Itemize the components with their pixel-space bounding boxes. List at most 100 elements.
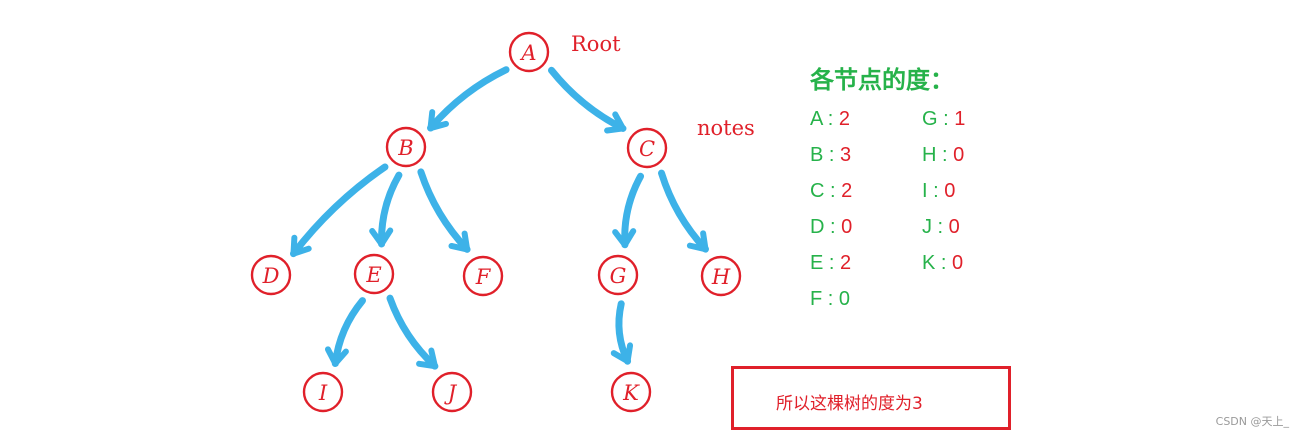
- tree-node-A: A: [508, 31, 550, 73]
- node-label: C: [639, 137, 655, 161]
- degree-row-I: I : 0: [922, 180, 955, 203]
- degree-row-G: G : 1: [922, 108, 965, 131]
- degree-value: 0: [953, 144, 965, 166]
- degree-node-name: K: [922, 252, 936, 274]
- degree-row-A: A : 2: [810, 108, 850, 131]
- degree-node-name: G: [922, 108, 938, 130]
- tree-node-H: H: [700, 255, 742, 297]
- degree-separator: :: [822, 288, 839, 310]
- edge-E-I: [324, 297, 366, 368]
- node-label: E: [365, 263, 381, 287]
- edge-C-H: [658, 169, 709, 253]
- edge-shaft: [621, 172, 645, 249]
- edge-shaft: [547, 66, 627, 132]
- arrowhead-icon: [290, 234, 312, 257]
- degree-node-name: J: [922, 216, 932, 238]
- arrowhead-icon: [604, 111, 626, 134]
- degree-list-title: 各节点的度：: [810, 66, 954, 94]
- conclusion-box: 所以这棵树的度为3: [731, 366, 1011, 430]
- edge-shaft: [331, 297, 366, 368]
- edge-layer: [289, 66, 709, 370]
- tree-node-B: B: [385, 126, 427, 168]
- degree-node-name: H: [922, 144, 937, 166]
- edge-B-F: [417, 168, 471, 253]
- degree-value: 0: [944, 180, 956, 202]
- tree-node-J: J: [431, 371, 473, 413]
- edge-shaft: [658, 169, 709, 253]
- node-label: J: [444, 381, 458, 405]
- edge-G-K: [610, 300, 634, 365]
- degree-node-name: F: [810, 288, 823, 310]
- node-label: G: [610, 264, 627, 288]
- node-label: D: [262, 264, 280, 288]
- node-circle: [700, 255, 742, 297]
- conclusion-text: 所以这棵树的度为3: [776, 394, 923, 414]
- tree-node-I: I: [302, 371, 344, 413]
- degree-separator: :: [822, 108, 839, 130]
- arrowhead-icon: [416, 347, 438, 370]
- degree-value: 1: [954, 108, 966, 130]
- node-circle: [508, 31, 550, 73]
- degree-value: 0: [841, 216, 853, 238]
- arrowhead-icon: [324, 346, 349, 367]
- arrowhead-icon: [369, 227, 394, 247]
- arrowhead-icon: [612, 228, 637, 248]
- degree-value: 3: [840, 144, 852, 166]
- degree-node-name: E: [810, 252, 824, 274]
- degree-separator: :: [824, 180, 842, 202]
- node-label: A: [519, 41, 536, 65]
- node-circle: [597, 254, 639, 296]
- edge-A-C: [547, 66, 627, 134]
- tree-node-E: E: [353, 253, 395, 295]
- node-label: I: [318, 381, 328, 405]
- degree-row-H: H : 0: [922, 144, 964, 167]
- degree-row-B: B : 3: [810, 144, 851, 167]
- degree-value: 2: [841, 180, 853, 202]
- edge-C-G: [612, 172, 645, 249]
- degree-row-E: E : 2: [810, 252, 851, 275]
- degree-separator: :: [935, 252, 953, 274]
- node-label: F: [475, 265, 492, 289]
- degree-value: 2: [840, 252, 852, 274]
- node-circle: [385, 126, 427, 168]
- node-label: B: [397, 136, 413, 160]
- watermark: CSDN @天上_: [1215, 415, 1289, 428]
- edge-shaft: [417, 168, 471, 253]
- node-layer: A B C D E F G H I J K: [250, 31, 742, 413]
- degree-separator: :: [824, 216, 842, 238]
- degree-row-F: F : 0: [810, 288, 850, 311]
- edge-B-D: [289, 163, 389, 258]
- notes-annotation: notes: [697, 116, 755, 140]
- node-circle: [353, 253, 395, 295]
- degree-value: 0: [948, 216, 960, 238]
- tree-node-K: K: [610, 371, 652, 413]
- arrowhead-icon: [427, 109, 449, 132]
- degree-node-name: D: [810, 216, 825, 238]
- tree-node-C: C: [626, 127, 668, 169]
- tree-node-D: D: [250, 254, 292, 296]
- edge-shaft: [427, 66, 510, 132]
- degree-node-name: A: [810, 108, 823, 130]
- node-circle: [626, 127, 668, 169]
- degree-separator: :: [932, 216, 949, 238]
- arrowhead-icon: [610, 342, 634, 365]
- node-circle: [462, 255, 504, 297]
- node-label: K: [622, 381, 640, 405]
- degree-value: 0: [952, 252, 964, 274]
- edge-B-E: [369, 171, 403, 248]
- degree-row-J: J : 0: [922, 216, 960, 239]
- degree-separator: :: [823, 252, 841, 274]
- degree-node-name: I: [922, 180, 928, 202]
- degree-separator: :: [823, 144, 841, 166]
- node-circle: [302, 371, 344, 413]
- edge-E-J: [386, 294, 439, 370]
- tree-node-F: F: [462, 255, 504, 297]
- degree-row-D: D : 0: [810, 216, 852, 239]
- degree-row-K: K : 0: [922, 252, 963, 275]
- edge-shaft: [289, 163, 389, 258]
- degree-node-name: C: [810, 180, 825, 202]
- edge-shaft: [378, 171, 403, 248]
- edge-shaft: [386, 294, 439, 370]
- degree-separator: :: [937, 108, 955, 130]
- degree-row-C: C : 2: [810, 180, 852, 203]
